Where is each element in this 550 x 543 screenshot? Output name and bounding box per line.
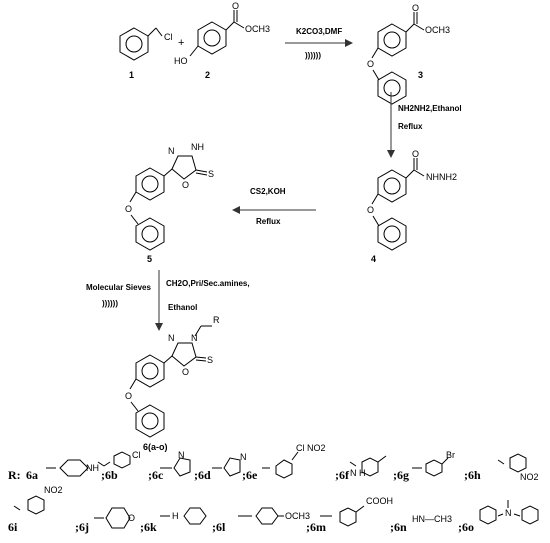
- step4-solvent: Ethanol: [168, 303, 197, 312]
- legend-label-6j: ;6j: [75, 520, 89, 534]
- compound-6-structure: N N R O S O: [125, 315, 220, 438]
- compound-6-number: 6(a-o): [143, 442, 168, 452]
- rgroup-6a-atom: NH: [86, 463, 99, 473]
- rgroup-6f: N H: [349, 455, 387, 478]
- compound-5-s-label: S: [208, 169, 214, 179]
- chloro-label: Cl: [164, 32, 173, 42]
- step4-ultrasound: )))))): [102, 299, 118, 308]
- legend-label-6f: ;6f: [335, 468, 350, 482]
- legend-label-6a: 6a: [26, 468, 38, 482]
- step3-condition: Reflux: [256, 217, 281, 226]
- compound-1-number: 1: [129, 70, 134, 80]
- legend-label-6m: ;6m: [306, 520, 326, 534]
- legend-label-6l: ;6l: [212, 520, 226, 534]
- rgroup-6e-atoms: Cl NO2: [296, 443, 326, 453]
- legend-label-6e: ;6e: [242, 468, 258, 482]
- rgroup-6n-atoms: HN—CH3: [412, 514, 452, 524]
- compound-2-ester-label: OCH3: [245, 24, 270, 34]
- legend-label-6i: 6i: [8, 520, 18, 534]
- rgroup-6k: H: [160, 507, 207, 525]
- compound-6-ether-o: O: [125, 391, 132, 401]
- legend-label-6o: ;6o: [458, 520, 474, 534]
- compound-1-structure: Cl: [119, 27, 173, 61]
- rgroup-6f-atoms: N H: [350, 468, 366, 478]
- legend-label-6c: ;6c: [148, 468, 164, 482]
- legend-label-6g: ;6g: [393, 468, 409, 482]
- compound-6-o-label: O: [182, 367, 189, 377]
- legend-label-6k: ;6k: [140, 520, 157, 534]
- compound-5-nh-label: NH: [191, 142, 204, 152]
- legend-label-6b: ;6b: [101, 468, 118, 482]
- legend-label-6d: ;6d: [194, 468, 211, 482]
- rgroup-6l: OCH3: [238, 507, 310, 525]
- compound-4-hydrazide-label: NHNH2: [426, 172, 457, 182]
- rgroup-6g: Br: [412, 450, 455, 477]
- compound-2-structure: O OCH3 HO: [174, 1, 270, 66]
- compound-3-ether-o: O: [367, 59, 374, 69]
- rgroup-6h: NO2: [497, 453, 539, 482]
- compound-4-ether-o: O: [367, 205, 374, 215]
- rgroup-6j-atom: O: [128, 513, 135, 523]
- legend-label-6h: ;6h: [464, 468, 481, 482]
- compound-3-structure: O OCH3 O: [367, 3, 450, 105]
- rgroup-6i-atom: NO2: [44, 485, 63, 495]
- compound-3-number: 3: [418, 70, 423, 80]
- plus-sign: +: [178, 37, 184, 49]
- compound-3-ester-label: OCH3: [425, 25, 450, 35]
- step2-condition: Reflux: [398, 122, 423, 131]
- step4-reagent: CH2O,Pri/Sec.amines,: [166, 279, 250, 288]
- rgroup-6a: NH: [46, 459, 99, 477]
- rgroup-6m: COOH: [320, 496, 393, 527]
- step1-ultrasound: )))))): [305, 51, 321, 60]
- compound-2-number: 2: [205, 70, 210, 80]
- rgroup-6o: N: [479, 500, 539, 525]
- legend-prefix: R:: [8, 468, 21, 482]
- rgroup-6k-atom: H: [172, 511, 179, 521]
- compound-3-carbonyl-o: O: [412, 3, 419, 13]
- compound-2-hydroxy-label: HO: [174, 56, 188, 66]
- compound-4-carbonyl-o: O: [412, 149, 419, 159]
- compound-6-s-label: S: [207, 355, 213, 365]
- rgroup-6e: Cl NO2: [262, 443, 326, 479]
- rgroup-6m-atom: COOH: [366, 496, 393, 506]
- rgroup-6d-atom: N: [240, 452, 247, 462]
- compound-4-structure: O NHNH2 O: [367, 149, 457, 251]
- compound-5-n-label: N: [168, 146, 175, 156]
- compound-5-number: 5: [147, 254, 152, 264]
- carbonyl-o-label: O: [232, 1, 239, 11]
- rgroup-6o-atom: N: [505, 508, 512, 518]
- rgroup-6g-atom: Br: [446, 450, 455, 460]
- legend-label-6n: ;6n: [390, 520, 407, 534]
- step2-reagent: NH2NH2,Ethanol: [398, 104, 462, 113]
- compound-6-n1-label: N: [168, 333, 175, 343]
- compound-4-number: 4: [371, 254, 376, 264]
- compound-6-n2-label: N: [191, 333, 198, 343]
- compound-5-structure: N NH O S O: [125, 142, 214, 251]
- rgroup-6l-atom: OCH3: [285, 511, 310, 521]
- compound-5-o-label: O: [182, 180, 189, 190]
- compound-5-ether-o: O: [125, 204, 132, 214]
- rgroup-6i: NO2: [13, 485, 63, 515]
- step4-sieves: Molecular Sieves: [86, 283, 151, 292]
- compound-6-r-label: R: [213, 315, 220, 325]
- rgroup-6c: N: [160, 450, 191, 477]
- rgroup-6h-atom: NO2: [520, 472, 539, 482]
- step1-reagent: K2CO3,DMF: [296, 27, 342, 36]
- rgroup-6c-atom: N: [178, 450, 185, 460]
- step3-reagent: CS2,KOH: [250, 187, 286, 196]
- rgroup-6b-atom: Cl: [132, 450, 141, 460]
- rgroup-6b: Cl: [97, 450, 141, 469]
- rgroup-6j: O: [94, 507, 135, 529]
- rgroup-6d: N: [212, 452, 247, 477]
